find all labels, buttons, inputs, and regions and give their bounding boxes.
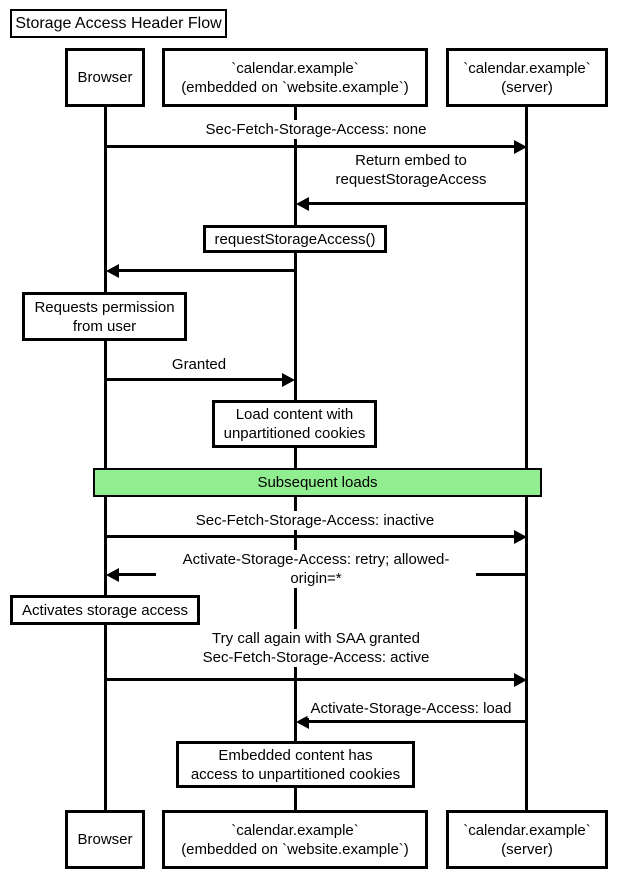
message-line-fetch-inactive bbox=[105, 535, 515, 538]
lifeline-server bbox=[525, 107, 528, 810]
message-line-try-again bbox=[105, 678, 515, 681]
arrowhead-return-embed bbox=[296, 197, 309, 211]
message-line-return-embed bbox=[307, 202, 526, 205]
arrowhead-granted bbox=[282, 373, 295, 387]
participant-embedded-top: `calendar.example` (embedded on `website… bbox=[162, 48, 428, 107]
arrowhead-fetch-inactive bbox=[514, 530, 527, 544]
divider-label: Subsequent loads bbox=[257, 474, 378, 491]
participant-server-top: `calendar.example` (server) bbox=[446, 48, 608, 107]
message-label-fetch-none: Sec-Fetch-Storage-Access: none bbox=[202, 120, 430, 139]
arrowhead-try-again bbox=[514, 673, 527, 687]
note-activates-storage: Activates storage access bbox=[10, 595, 200, 625]
note-load-content: Load content with unpartitioned cookies bbox=[212, 400, 377, 448]
lifeline-browser bbox=[104, 107, 107, 810]
message-line-granted bbox=[105, 378, 283, 381]
message-label-granted: Granted bbox=[168, 355, 230, 374]
message-label-return-embed: Return embed to requestStorageAccess bbox=[332, 151, 490, 189]
note-requests-permission: Requests permission from user bbox=[22, 292, 187, 341]
lifeline-embedded bbox=[294, 107, 297, 810]
message-label-fetch-inactive: Sec-Fetch-Storage-Access: inactive bbox=[192, 511, 438, 530]
message-line-activate-load bbox=[307, 720, 526, 723]
participant-browser-bottom: Browser bbox=[65, 810, 145, 869]
message-label-activate-load: Activate-Storage-Access: load bbox=[307, 699, 515, 718]
arrowhead-activate-load bbox=[296, 715, 309, 729]
arrowhead-fetch-none bbox=[514, 140, 527, 154]
participant-embedded-bottom: `calendar.example` (embedded on `website… bbox=[162, 810, 428, 869]
note-embedded-content: Embedded content has access to unpartiti… bbox=[176, 741, 415, 788]
arrowhead-activate-retry bbox=[106, 568, 119, 582]
participant-browser-top: Browser bbox=[65, 48, 145, 107]
message-line-request-call bbox=[117, 269, 295, 272]
participant-server-bottom: `calendar.example` (server) bbox=[446, 810, 608, 869]
message-line-fetch-none bbox=[105, 145, 515, 148]
diagram-title: Storage Access Header Flow bbox=[10, 9, 227, 38]
message-label-activate-retry: Activate-Storage-Access: retry; allowed-… bbox=[156, 550, 476, 588]
arrowhead-request-call bbox=[106, 264, 119, 278]
note-request-storage-access: requestStorageAccess() bbox=[203, 225, 387, 253]
divider-subsequent-loads: Subsequent loads bbox=[93, 468, 542, 497]
message-label-try-again: Try call again with SAA granted Sec-Fetc… bbox=[199, 629, 433, 667]
